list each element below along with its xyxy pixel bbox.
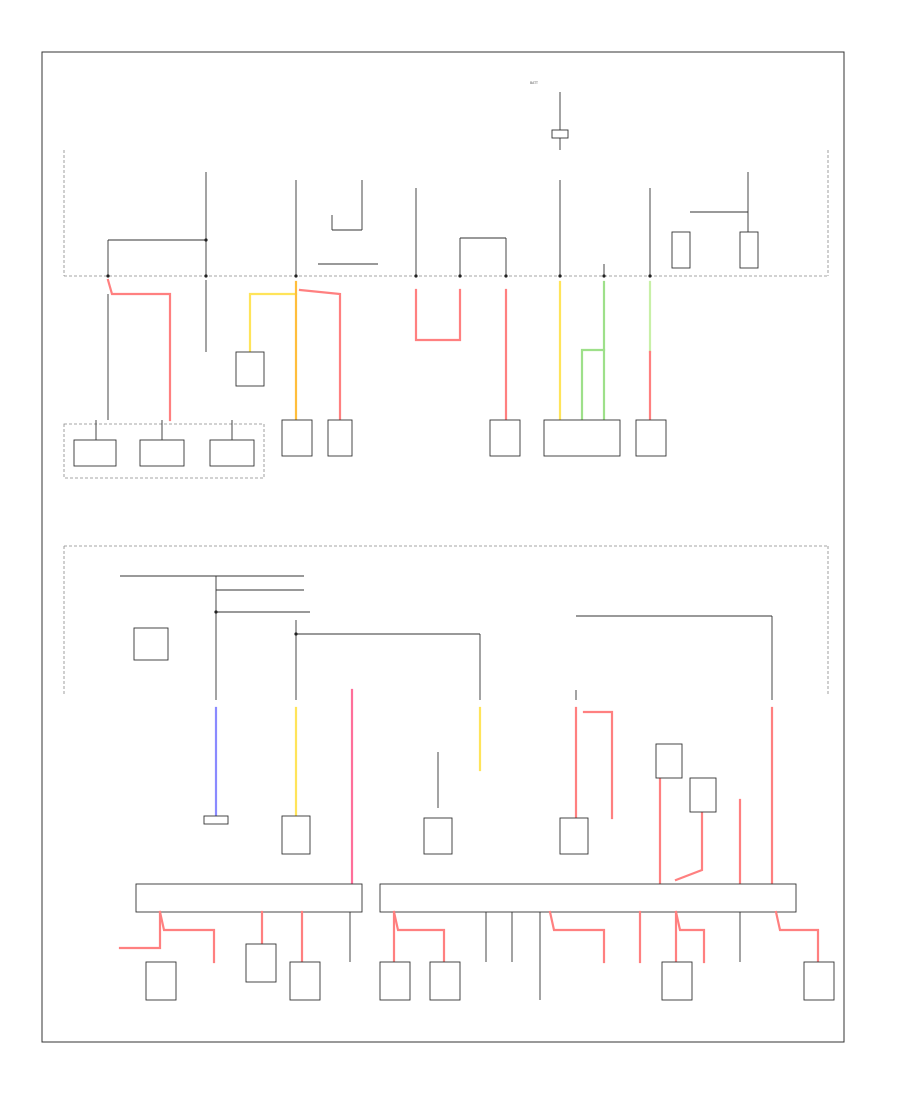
- connector-group: [63, 423, 265, 479]
- relay-component: [133, 627, 169, 661]
- svg-text:BATT: BATT: [530, 81, 538, 85]
- connector-box: [635, 419, 667, 457]
- relay-component: [655, 743, 683, 779]
- fuse-column-3: [318, 180, 378, 265]
- fuse-column-2: [294, 180, 298, 278]
- bottom-components: [135, 743, 797, 913]
- connector-box: [203, 815, 229, 825]
- relay-component: [689, 777, 717, 813]
- fuse-column-4: [414, 188, 508, 278]
- output-components: [145, 943, 835, 1001]
- fuse-column-6: [648, 172, 759, 278]
- connector-box: [327, 419, 353, 457]
- connector-box: [423, 817, 453, 855]
- junction-block-right: [379, 883, 797, 913]
- junction-block-left: [135, 883, 363, 913]
- output-wires: [118, 910, 820, 1000]
- connector-box: [543, 419, 621, 457]
- top-components: [63, 351, 667, 479]
- connector-box: [281, 815, 311, 855]
- diagram-border: [41, 51, 845, 1043]
- top-fuse-block: BATT: [63, 81, 829, 278]
- bottom-fuse-block: [63, 545, 829, 700]
- bottom-wires: [214, 688, 774, 886]
- connector-box: [559, 817, 589, 855]
- connector-box: [489, 419, 521, 457]
- fuse-column-1: [106, 172, 208, 278]
- top-power-feed: BATT: [530, 81, 569, 150]
- top-wires: [106, 278, 652, 422]
- connector-box: [281, 419, 313, 457]
- relay-component: [235, 351, 265, 387]
- fuse-column-5: [558, 180, 606, 278]
